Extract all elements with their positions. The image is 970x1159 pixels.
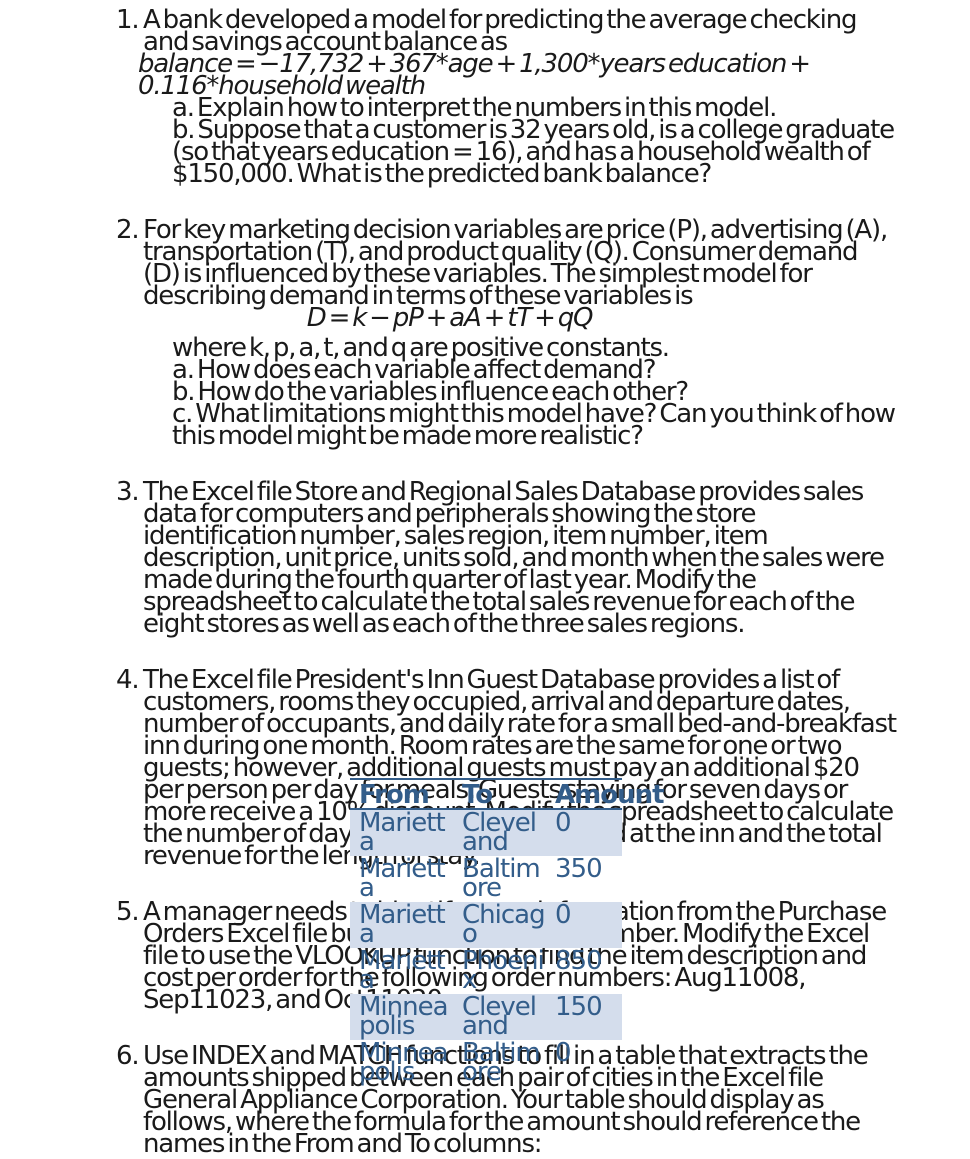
demand-formula: D = k − pP + aA + tT + qQ	[306, 303, 594, 333]
balance-formula: balance = −17,732 + 367*age + 1,300*year…	[138, 49, 811, 101]
table-row: Minneapolis Cleveland 150	[350, 994, 622, 1040]
from-cell: Marietta	[350, 902, 453, 948]
problem-number: 2.	[116, 215, 140, 245]
shipping-amounts-table: From To Amount Marietta Cleveland 0 Mari…	[350, 778, 665, 1086]
from-cell: Minneapolis	[350, 994, 453, 1040]
problem-number: 5.	[116, 897, 140, 927]
problem-part: b. How do the variables influence each o…	[172, 377, 689, 407]
table-row: Minneapolis Baltimore 0	[350, 1040, 622, 1086]
to-cell: Cleveland	[453, 809, 546, 856]
column-header-from: From	[350, 778, 453, 810]
problem-number: 1.	[116, 5, 140, 35]
amount-cell: 0	[555, 1038, 572, 1068]
problem-text: A bank developed a model for predicting …	[143, 5, 857, 57]
amount-cell: 850	[555, 946, 603, 976]
problem-text: The Excel file Store and Regional Sales …	[143, 477, 885, 639]
problem-3: 3. The Excel file Store and Regional Sal…	[96, 477, 896, 639]
table-row: Marietta Phoenix 850	[350, 948, 622, 994]
from-cell: Marietta	[350, 809, 453, 856]
table-row: Marietta Chicago 0	[350, 902, 622, 948]
table-row: Marietta Baltimore 350	[350, 856, 622, 902]
to-cell: Phoenix	[462, 946, 545, 995]
problem-2: 2. For key marketing decision variables …	[96, 215, 896, 451]
problem-number: 3.	[116, 477, 140, 507]
problem-text-after: where k, p, a, t, and q are positive con…	[172, 333, 670, 363]
to-cell: Cleveland	[453, 994, 546, 1040]
problem-part: b. Suppose that a customer is 32 years o…	[172, 115, 895, 189]
from-cell: Minneapolis	[359, 1038, 449, 1087]
to-cell: Baltimore	[462, 854, 541, 903]
amount-cell: 0	[546, 902, 622, 948]
amount-cell: 0	[546, 809, 622, 856]
problem-number: 6.	[116, 1041, 140, 1071]
problem-part: a. How does each variable affect demand?	[172, 355, 657, 385]
column-header-amount: Amount	[546, 778, 665, 810]
table-row: Marietta Cleveland 0	[350, 809, 622, 856]
table-header-row: From To Amount	[350, 778, 665, 810]
problem-1: 1. A bank developed a model for predicti…	[96, 5, 896, 189]
problem-text: For key marketing decision variables are…	[143, 215, 888, 311]
from-cell: Marietta	[359, 854, 446, 903]
document-page: 1. A bank developed a model for predicti…	[96, 5, 897, 1157]
to-cell: Chicago	[453, 902, 546, 948]
amount-cell: 150	[546, 994, 622, 1040]
to-cell: Baltimore	[462, 1038, 541, 1087]
from-cell: Marietta	[359, 946, 446, 995]
amount-cell: 350	[555, 854, 603, 884]
problem-part: c. What limitations might this model hav…	[172, 399, 896, 451]
problem-number: 4.	[116, 665, 140, 695]
column-header-to: To	[453, 778, 546, 810]
problem-part: a. Explain how to interpret the numbers …	[172, 93, 777, 123]
